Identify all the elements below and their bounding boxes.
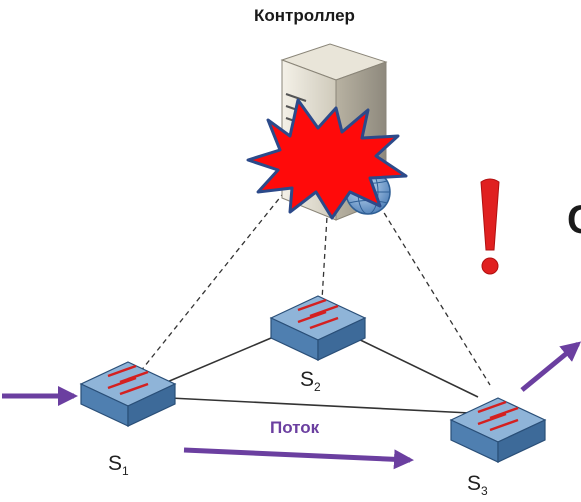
link-s2-s3	[349, 334, 479, 398]
cut-off-text: C	[567, 198, 581, 243]
link-s1-s2	[159, 329, 291, 386]
link-s1-s3	[169, 397, 471, 414]
switch-links	[159, 329, 479, 414]
switch-s1-icon	[79, 361, 177, 427]
flow-label: Поток	[270, 418, 320, 437]
switch-s2-icon	[269, 295, 367, 361]
failure-burst-icon	[246, 98, 408, 220]
arrow-icon-flow	[183, 447, 414, 470]
switch-label-s2: S2	[300, 368, 321, 395]
link-controller-s2	[321, 199, 329, 301]
controller-links	[139, 184, 491, 386]
switch-label-s1: S1	[108, 452, 129, 479]
switch-s3-icon	[449, 397, 547, 463]
exclamation-icon	[480, 178, 500, 275]
switch-label-s3: S3	[467, 472, 488, 499]
link-controller-s3	[369, 189, 491, 386]
arrow-icon-outgoing	[520, 341, 581, 392]
link-controller-s1	[139, 184, 291, 373]
controller-title: Контроллер	[254, 6, 355, 25]
